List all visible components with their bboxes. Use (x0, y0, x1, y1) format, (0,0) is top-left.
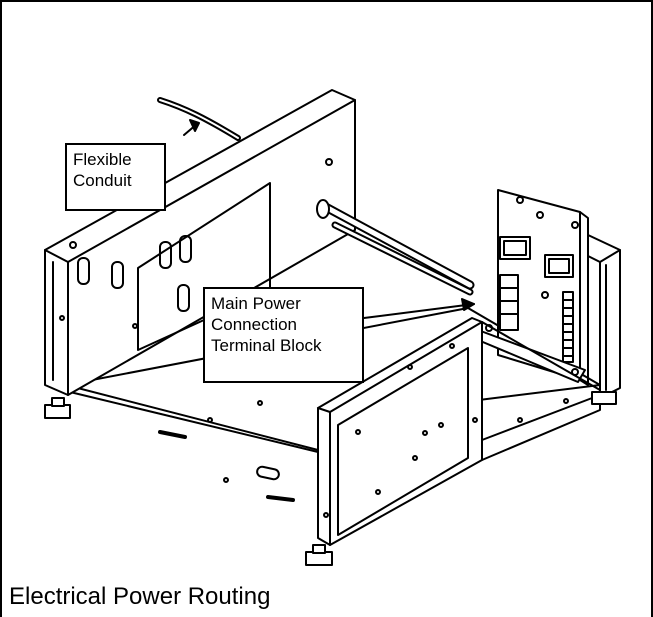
leader-line-terminal (363, 303, 475, 319)
front-panel-recess (337, 347, 469, 536)
leveling-foot (591, 391, 617, 405)
terminal-block (499, 274, 519, 331)
figure-caption: Electrical Power Routing (9, 583, 271, 610)
rear-slot (77, 257, 90, 285)
rear-panel (44, 89, 356, 396)
rear-slot (177, 284, 190, 312)
callout-terminal-block: Main Power Connection Terminal Block (203, 287, 364, 383)
terminal-connector (499, 236, 531, 260)
terminal-strip (562, 291, 574, 363)
callout-flexible-conduit: Flexible Conduit (65, 143, 166, 211)
floor-opening (256, 465, 280, 481)
rear-slot (159, 241, 172, 269)
flexible-conduit (157, 97, 241, 141)
terminal-connector (544, 254, 574, 278)
leveling-foot (305, 544, 333, 566)
floor-slot (158, 430, 187, 439)
rear-slot (111, 261, 124, 289)
leveling-foot (44, 397, 71, 419)
floor-slot (266, 495, 295, 502)
floor-pan-edge (69, 391, 319, 453)
rear-slot (179, 235, 192, 263)
